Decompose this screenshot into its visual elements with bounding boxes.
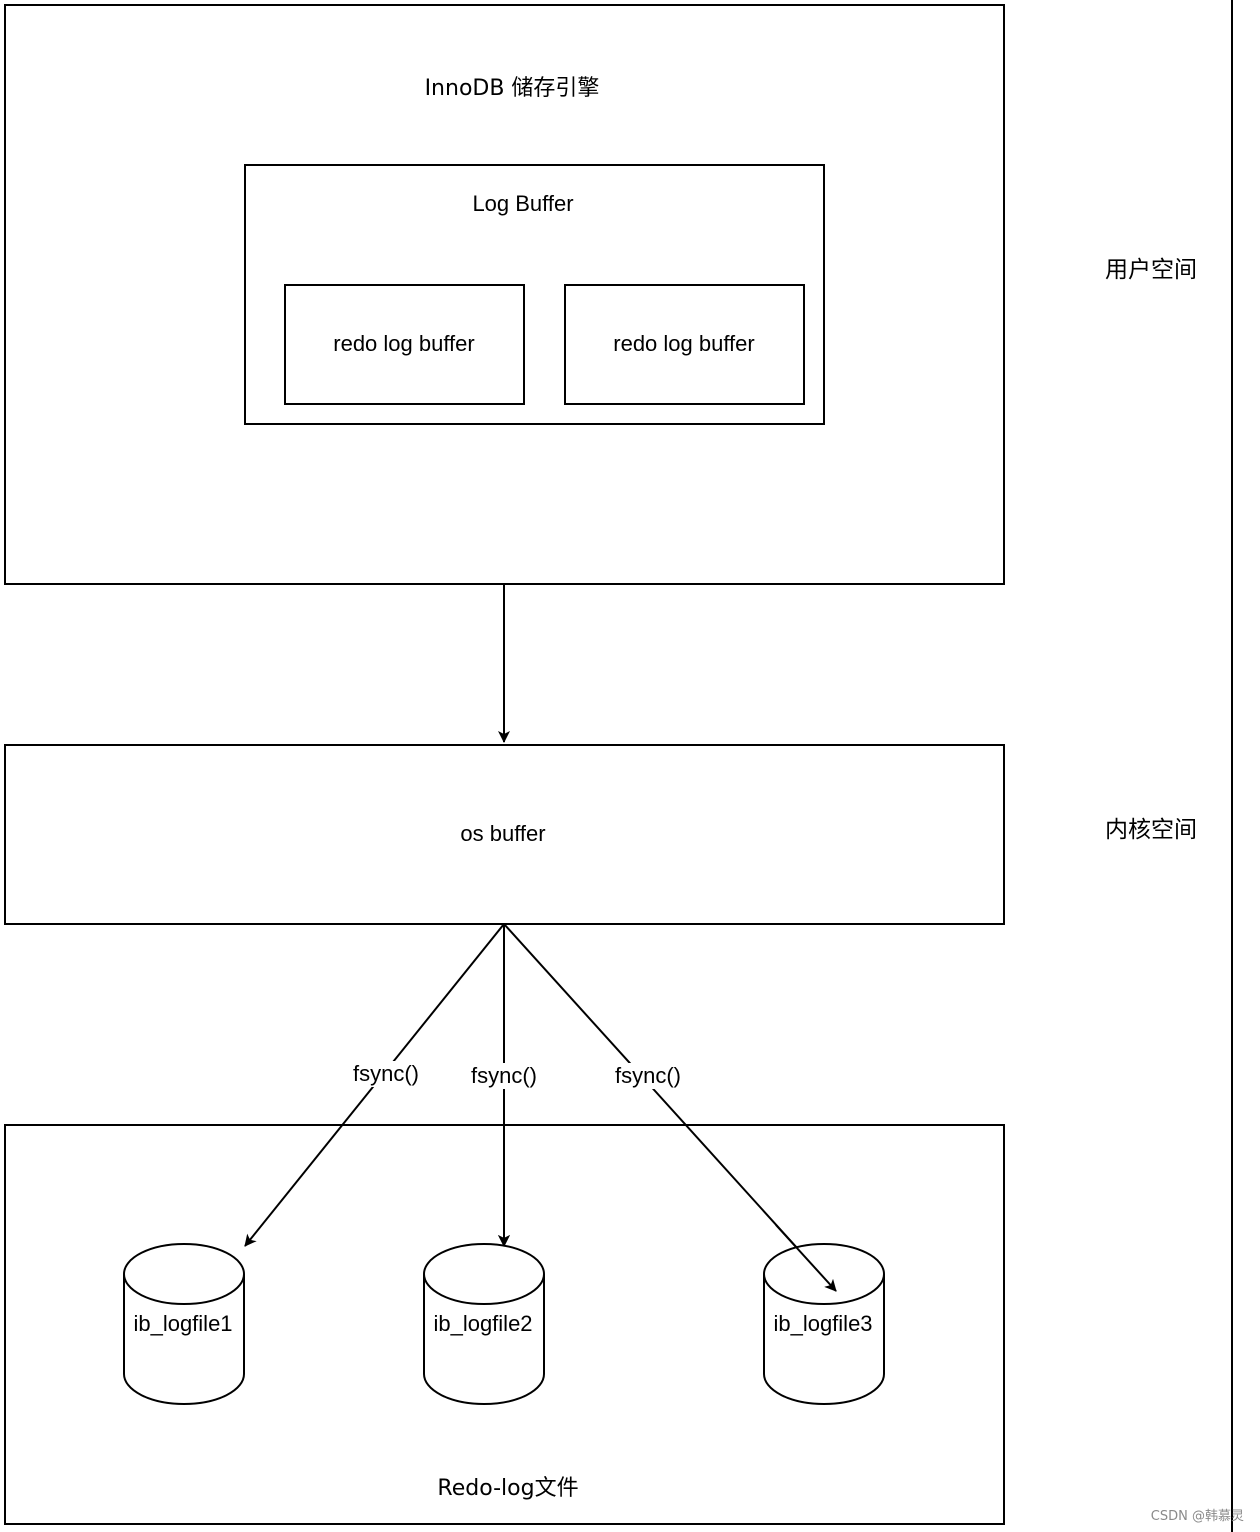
log-buffer-title: Log Buffer bbox=[472, 191, 574, 216]
os-buffer-title: os buffer bbox=[460, 821, 546, 846]
innodb-engine-title: InnoDB 储存引擎 bbox=[424, 76, 600, 101]
cylinder-logfile2 bbox=[423, 1243, 545, 1405]
redo-log-buffer-box-2 bbox=[564, 284, 805, 405]
kernel-space-label: 内核空间 bbox=[1105, 817, 1197, 843]
redo-log-buffer-label-2: redo log buffer bbox=[613, 331, 755, 356]
redo-log-buffer-label-1: redo log buffer bbox=[333, 331, 475, 356]
cylinder-logfile1 bbox=[123, 1243, 245, 1405]
innodb-engine-box bbox=[4, 4, 1005, 585]
fsync-label-3: fsync() bbox=[613, 1063, 683, 1089]
fsync-label-2: fsync() bbox=[469, 1063, 539, 1089]
cylinder-logfile3 bbox=[763, 1243, 885, 1405]
logfile1-label: ib_logfile1 bbox=[133, 1311, 233, 1336]
csdn-watermark: CSDN @韩慕灵 bbox=[1150, 1509, 1244, 1524]
logfile3-label: ib_logfile3 bbox=[773, 1311, 873, 1336]
log-buffer-box bbox=[244, 164, 825, 425]
user-space-label: 用户空间 bbox=[1105, 257, 1197, 283]
fsync-label-1: fsync() bbox=[351, 1061, 421, 1087]
redo-log-files-title: Redo-log文件 bbox=[437, 1476, 579, 1501]
logfile2-label: ib_logfile2 bbox=[433, 1311, 533, 1336]
redo-log-files-box bbox=[4, 1124, 1005, 1525]
arrow-fsync-to-logfile3-tip bbox=[775, 1224, 837, 1292]
os-buffer-box bbox=[4, 744, 1005, 925]
redo-log-buffer-box-1 bbox=[284, 284, 525, 405]
